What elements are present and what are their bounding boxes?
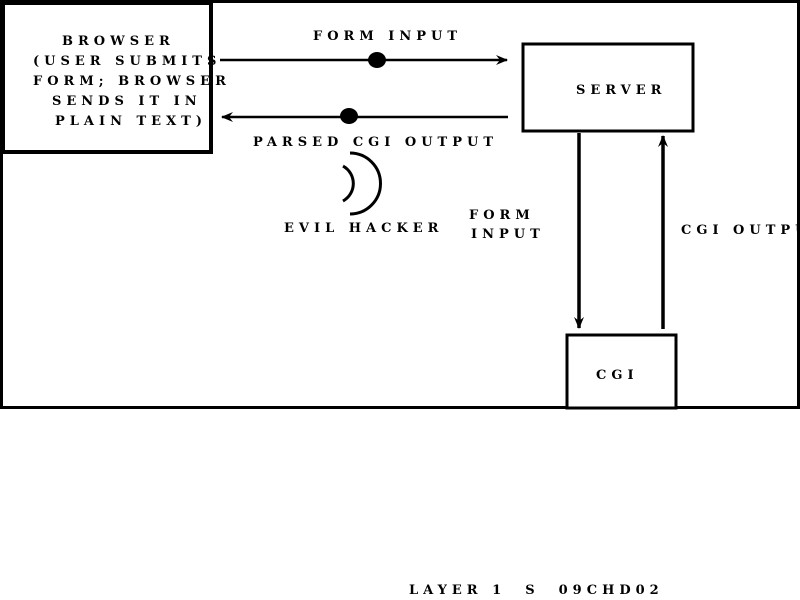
browser-node: BROWSER (USER SUBMITS FORM; BROWSER SEND… bbox=[1, 1, 231, 154]
form-input-label: FORM INPUT bbox=[313, 29, 462, 44]
intercept-dot bbox=[340, 108, 358, 124]
edge-parsed-cgi-output: PARSED CGI OUTPUT bbox=[221, 108, 508, 150]
server-node: SERVER bbox=[521, 42, 695, 133]
edge-form-input-top: FORM INPUT bbox=[220, 29, 508, 68]
form-input-down-label-line-2: INPUT bbox=[471, 227, 545, 242]
signal-arcs-icon bbox=[342, 151, 382, 216]
evil-hacker-label: EVIL HACKER bbox=[284, 221, 443, 236]
form-input-down-label-line-1: FORM bbox=[469, 208, 535, 223]
browser-label-line-1: BROWSER bbox=[62, 34, 175, 49]
outer-frame bbox=[0, 0, 800, 409]
server-box bbox=[521, 42, 695, 133]
footer-caption: LAYER 1 S 09CHD02 bbox=[409, 583, 664, 598]
browser-label-line-4: SENDS IT IN bbox=[52, 94, 202, 109]
edge-form-input-down: FORM INPUT bbox=[469, 133, 584, 329]
edge-cgi-output-up: CGI OUTPU bbox=[658, 135, 800, 329]
server-label: SERVER bbox=[576, 83, 666, 98]
intercept-dot bbox=[368, 52, 386, 68]
browser-box bbox=[1, 1, 213, 154]
cgi-box bbox=[565, 333, 678, 410]
cgi-label: CGI bbox=[596, 368, 639, 383]
browser-label-line-3: FORM; BROWSER bbox=[33, 74, 231, 89]
cgi-node: CGI bbox=[565, 333, 678, 410]
cgi-output-label: CGI OUTPU bbox=[681, 223, 800, 238]
parsed-cgi-output-label: PARSED CGI OUTPUT bbox=[253, 135, 498, 150]
browser-label-line-2: (USER SUBMITS bbox=[33, 54, 221, 69]
browser-label-line-5: PLAIN TEXT) bbox=[55, 114, 207, 129]
evil-hacker: EVIL HACKER bbox=[284, 151, 443, 236]
